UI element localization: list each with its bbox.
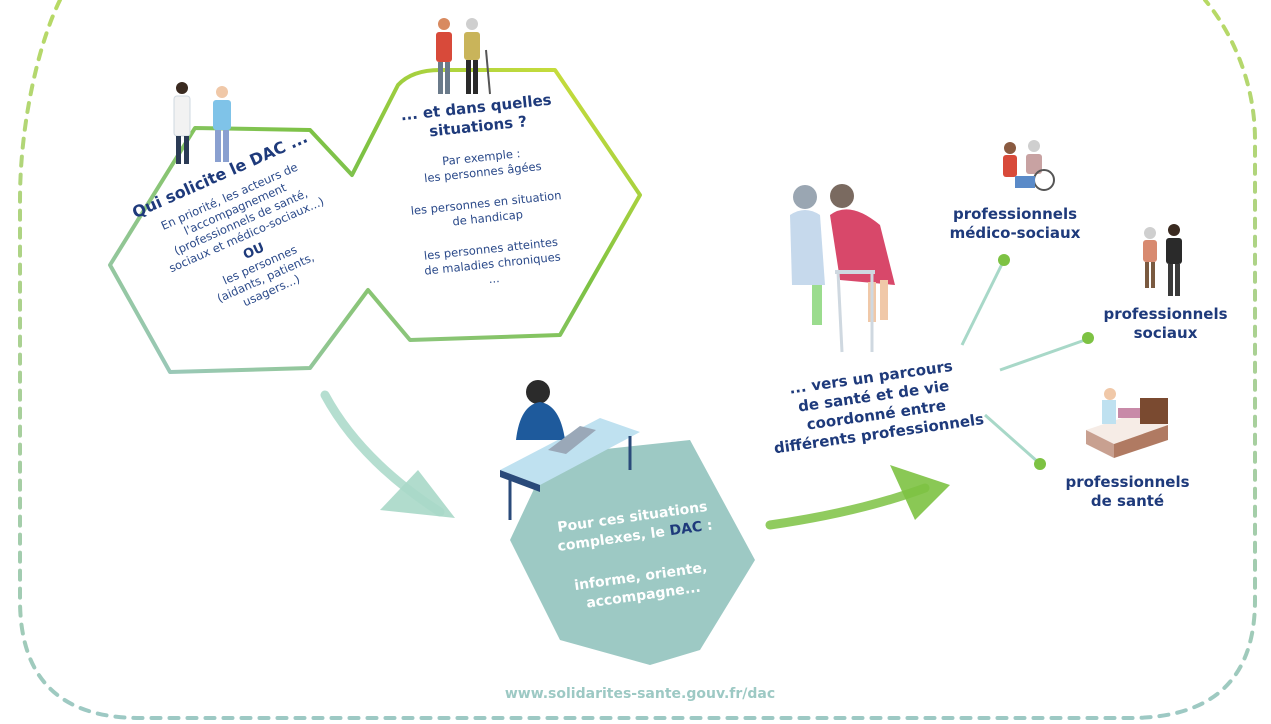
arrow-right-head — [890, 465, 950, 520]
social-professionals: professionnels sociaux — [1093, 305, 1238, 343]
medico-line-2: médico-sociaux — [949, 224, 1081, 242]
sociaux-line-1: professionnels — [1103, 305, 1228, 323]
situations-block: ... et dans quelles situations ? Par exe… — [371, 88, 600, 298]
connectors — [960, 254, 1094, 470]
arrow-left-head — [380, 470, 455, 518]
wheelchair-illustration — [1003, 140, 1055, 191]
dac-acronym: DAC — [668, 518, 704, 540]
advisor-desk-illustration — [500, 380, 640, 520]
example-intro: Par exemple : les personnes âgées — [376, 139, 588, 191]
medico-line-1: professionnels — [952, 205, 1078, 223]
center-hexagon — [510, 440, 755, 665]
website-url[interactable]: www.solidarites-sante.gouv.fr/dac — [504, 686, 776, 702]
double-hexagon-outline — [108, 68, 642, 374]
dac-role-line-2b: : — [700, 517, 714, 535]
doctor-patient-illustration — [173, 82, 231, 164]
walker-illustration — [790, 184, 895, 353]
sociaux-line-2: sociaux — [1133, 324, 1198, 342]
sante-line-2: de santé — [1090, 492, 1165, 510]
social-workers-illustration — [1143, 224, 1182, 296]
dashed-frame — [18, 0, 1257, 720]
arrow-center-to-right — [765, 483, 930, 530]
elderly-couple-illustration — [436, 18, 491, 95]
sante-line-1: professionnels — [1065, 473, 1190, 491]
health-professionals: professionnels de santé — [1055, 473, 1200, 511]
example-handicap: les personnes en situation de handicap — [381, 185, 593, 237]
bed-care-illustration — [1086, 388, 1168, 458]
medico-social-professionals: professionnels médico-sociaux — [945, 205, 1085, 243]
